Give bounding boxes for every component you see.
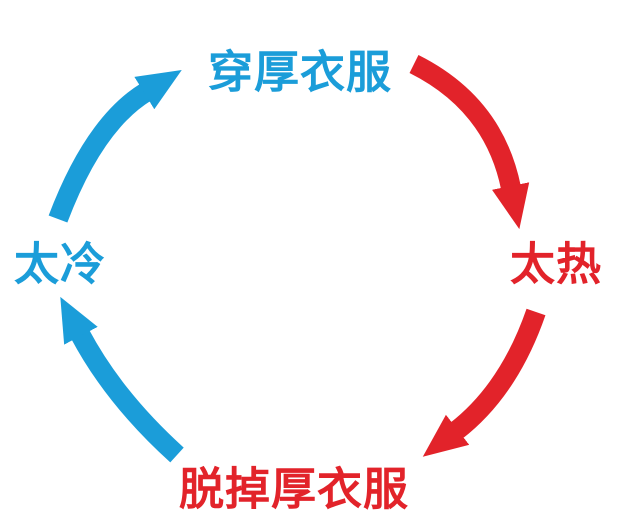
arrow-too-hot-to-remove-clothes xyxy=(422,308,546,457)
node-too-hot: 太热 xyxy=(509,238,603,290)
arrow-too-cold-to-wear-clothes xyxy=(48,69,182,223)
arrow-wear-clothes-to-too-hot xyxy=(409,55,530,230)
node-remove-thick-clothes: 脱掉厚衣服 xyxy=(178,463,410,515)
node-too-cold: 太冷 xyxy=(13,238,107,290)
node-wear-thick-clothes: 穿厚衣服 xyxy=(207,46,393,98)
arrow-remove-clothes-to-too-cold xyxy=(60,296,184,463)
